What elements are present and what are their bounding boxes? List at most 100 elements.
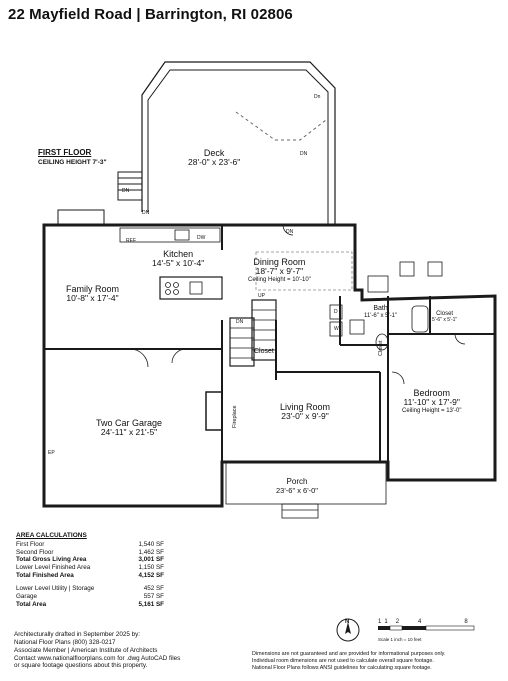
- area-label: Lower Level Utility | Storage: [16, 585, 95, 593]
- area-label: Total Gross Living Area: [16, 556, 87, 564]
- area-label: Garage: [16, 592, 38, 600]
- attribution: Architecturally drafted in September 202…: [14, 631, 254, 670]
- room-family: Family Room 10'-8" x 17'-4": [66, 284, 119, 304]
- room-name: Living Room: [280, 402, 331, 412]
- room-dims: 23'-6" x 6'-0": [276, 485, 318, 495]
- label-dn-deck: DN: [122, 188, 130, 194]
- area-value: 3,001 SF: [138, 556, 164, 564]
- area-value: 4,152 SF: [138, 571, 164, 579]
- deck-bay-dashed: [235, 111, 327, 141]
- area-row: First Floor 1,540 SF: [16, 541, 164, 549]
- room-name: Closet: [436, 311, 454, 317]
- label-fireplace: Fireplace: [232, 405, 238, 428]
- scale-tick: 1: [384, 619, 388, 625]
- room-garage: Two Car Garage 24'-11" x 21'-5": [96, 418, 162, 438]
- attribution-line: Architecturally drafted in September 202…: [14, 631, 141, 638]
- room-name: Porch: [286, 477, 308, 486]
- attribution-line: Contact www.nationalfloorplans.com for .…: [14, 654, 181, 662]
- room-name: Bedroom: [413, 388, 450, 398]
- scale-tick: 8: [464, 619, 468, 625]
- attribution-line: Associate Member | American Institute of…: [14, 646, 158, 654]
- vanity: [349, 319, 365, 335]
- label-dn-entry: DN: [142, 210, 150, 216]
- room-dims: 10'-8" x 17'-4": [66, 293, 119, 304]
- dryer: [329, 304, 343, 320]
- area-value: 1,150 SF: [138, 563, 164, 571]
- label-dn-stairs: DN: [236, 319, 244, 325]
- area-label: Second Floor: [16, 548, 54, 556]
- room-dims: 14'-5" x 10'-4": [152, 258, 205, 269]
- label-up-stairs: UP: [258, 293, 265, 299]
- fireplace: [205, 391, 223, 431]
- porch-steps: [281, 503, 319, 519]
- area-value: 557 SF: [143, 592, 164, 600]
- room-ceiling: Ceiling Height = 10'-10": [248, 276, 311, 283]
- area-label: Lower Level Finished Area: [16, 563, 91, 571]
- scale-caption: Scale 1 inch = 10 feet: [378, 637, 422, 642]
- area-label: Total Area: [16, 600, 47, 608]
- area-calculations-title: AREA CALCULATIONS: [16, 532, 87, 539]
- area-value: 1,462 SF: [138, 548, 164, 556]
- room-dims: 11'-6" x 5'-1": [364, 312, 398, 319]
- area-value: 1,540 SF: [138, 540, 164, 548]
- compass-rose: [336, 618, 360, 642]
- label-dn-deck-steps: DN: [300, 151, 308, 157]
- label-ref: REF: [126, 238, 136, 244]
- scale-tick: 4: [418, 619, 422, 625]
- area-row: Total Gross Living Area 3,001 SF: [16, 556, 164, 564]
- room-dims: 23'-0" x 9'-9": [281, 411, 329, 422]
- room-name: Dining Room: [253, 257, 306, 267]
- dining-ceiling-outline: [255, 251, 353, 291]
- room-living: Living Room 23'-0" x 9'-9": [280, 402, 330, 422]
- room-deck: Deck 28'-0" x 23'-6": [188, 148, 240, 168]
- stairwell: [229, 317, 255, 367]
- toilet: [375, 333, 389, 351]
- deck-outline: [141, 61, 336, 225]
- room-dims: 11'-10" x 17'-9": [403, 397, 460, 408]
- room-dims: 28'-0" x 23'-6": [188, 157, 241, 168]
- area-row: Second Floor 1,462 SF: [16, 549, 164, 557]
- entry-stoop: [57, 209, 105, 226]
- attribution-line: or square footage questions about this p…: [14, 662, 148, 670]
- area-value: 452 SF: [143, 585, 164, 593]
- area-row: Total Area 5,161 SF: [16, 601, 164, 609]
- label-dw: DW: [197, 235, 206, 241]
- room-kitchen: Kitchen 14'-5" x 10'-4": [152, 249, 204, 269]
- scale-tick: 1: [378, 619, 382, 625]
- room-name: Deck: [203, 148, 225, 158]
- room-name: Two Car Garage: [96, 418, 163, 428]
- room-closet-small: Closet 5'-6" x 5'-1": [432, 311, 457, 323]
- tub: [411, 305, 429, 333]
- exterior-wall-main: [42, 223, 497, 508]
- area-label: First Floor: [16, 540, 45, 548]
- sink: [174, 229, 190, 241]
- label-dn-dining: DN: [286, 229, 294, 235]
- room-name: Kitchen: [163, 249, 194, 259]
- scale-tick: 2: [395, 619, 400, 625]
- label-washer: W: [334, 326, 339, 332]
- floor-ceiling-height: CEILING HEIGHT 7'-3": [38, 159, 107, 166]
- floor-title: FIRST FLOOR: [38, 148, 92, 157]
- area-row: Lower Level Finished Area 1,150 SF: [16, 564, 164, 572]
- kitchen-counter: [119, 227, 221, 243]
- room-dining: Dining Room 18'-7" x 9'-7" Ceiling Heigh…: [248, 257, 311, 283]
- compass-label: N: [345, 619, 350, 625]
- room-dims: 5'-6" x 5'-1": [432, 316, 458, 323]
- label-ep: EP: [48, 450, 55, 456]
- area-value: 5,161 SF: [138, 600, 164, 608]
- room-ceiling: Ceiling Height = 13'-0": [402, 407, 462, 414]
- area-calculations: AREA CALCULATIONS First Floor 1,540 SF Se…: [16, 532, 164, 608]
- area-row: Garage 557 SF: [16, 593, 164, 601]
- room-bedroom: Bedroom 11'-10" x 17'-9" Ceiling Height …: [402, 388, 461, 414]
- label-closet-vertical: Closet: [378, 340, 384, 356]
- label-dryer: D: [334, 309, 338, 315]
- disclaimer-line: Dimensions are not guaranteed and are pr…: [252, 651, 446, 657]
- room-dims: 24'-11" x 21'-5": [100, 427, 158, 438]
- room-name: Family Room: [66, 284, 120, 294]
- area-label: Total Finished Area: [16, 571, 74, 579]
- room-closet-stair: Closet: [254, 348, 274, 356]
- room-porch: Porch 23'-6" x 6'-0": [276, 477, 318, 495]
- room-name: Bath: [373, 305, 388, 312]
